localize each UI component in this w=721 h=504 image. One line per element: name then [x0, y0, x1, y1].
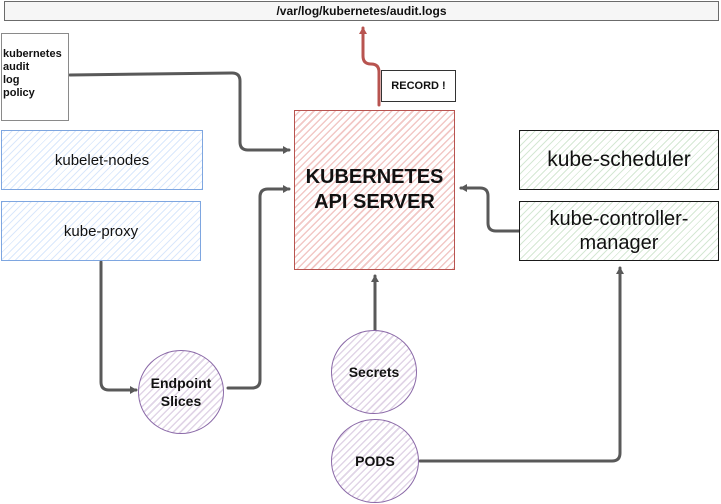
pods-to-controller-arrow	[418, 266, 624, 463]
endpoint-slices-label-line2: Slices	[160, 393, 202, 409]
secrets-label: Secrets	[348, 364, 400, 380]
policy-line: audit	[3, 61, 30, 73]
audit-log-path: /var/log/kubernetes/audit.logs	[4, 1, 719, 21]
pods-node: PODS	[331, 419, 419, 503]
api-to-log-arrow	[359, 26, 381, 107]
kube-controller-label-line1: kube-controller-	[549, 208, 689, 230]
record-annotation: RECORD !	[381, 70, 456, 102]
controller-to-api-arrow	[459, 184, 521, 233]
api-server-title-line1: KUBERNETES	[305, 166, 444, 188]
record-label: RECORD !	[391, 80, 446, 92]
kube-scheduler-label: kube-scheduler	[547, 148, 691, 171]
policy-line: kubernetes	[3, 48, 62, 60]
proxy-to-endpoint-arrow	[99, 260, 138, 394]
policy-line: log	[3, 74, 20, 86]
audit-log-policy-document: kubernetes audit log policy	[1, 33, 69, 121]
audit-log-path-label: /var/log/kubernetes/audit.logs	[276, 4, 447, 18]
endpoint-to-api-arrow	[226, 185, 291, 390]
kubelet-nodes-box: kubelet-nodes	[1, 130, 203, 190]
pods-label: PODS	[355, 453, 395, 469]
endpoint-slices-node: Endpoint Slices	[138, 350, 224, 434]
policy-to-api-arrow	[68, 71, 291, 154]
kube-proxy-box: kube-proxy	[1, 201, 201, 261]
kubernetes-api-server-box: KUBERNETES API SERVER	[294, 110, 455, 270]
kube-controller-manager-box: kube-controller- manager	[519, 201, 719, 261]
kube-controller-label-line2: manager	[579, 232, 659, 254]
policy-line: policy	[3, 87, 35, 99]
secrets-node: Secrets	[331, 330, 417, 414]
api-server-title-line2: API SERVER	[314, 191, 435, 213]
kubelet-nodes-label: kubelet-nodes	[54, 151, 150, 169]
kube-scheduler-box: kube-scheduler	[519, 130, 719, 190]
kube-proxy-label: kube-proxy	[63, 222, 139, 240]
endpoint-slices-label-line1: Endpoint	[150, 375, 212, 391]
